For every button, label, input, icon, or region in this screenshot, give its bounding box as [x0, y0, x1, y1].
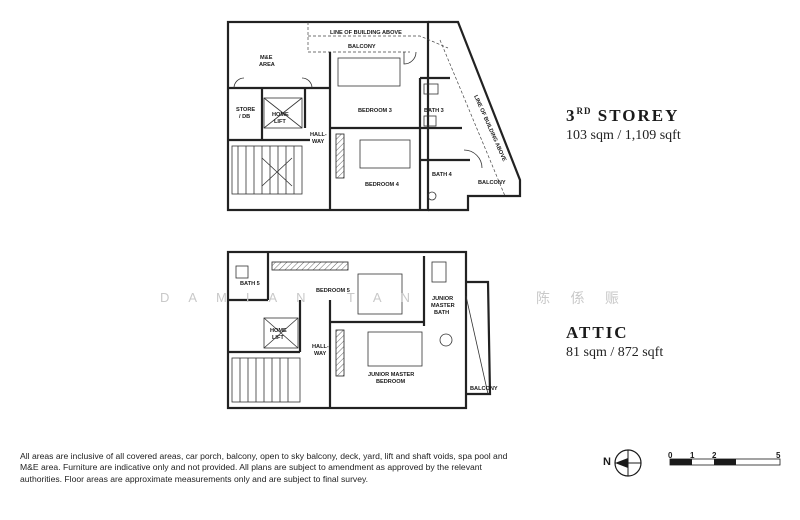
attic-home-lift-label-2: LIFT	[272, 335, 284, 341]
third-hallway-label-2: WAY	[312, 139, 324, 145]
third-store-label-2: / DB	[239, 114, 250, 120]
third-home-lift-label-1: HOME	[272, 112, 289, 118]
third-storey-title: 3RD STOREY	[566, 106, 680, 125]
attic-junior-bath-label-1: JUNIOR	[432, 296, 453, 302]
north-arrow-icon	[614, 449, 642, 477]
scale-tick-5: 5	[776, 451, 781, 460]
third-balcony-top-label: BALCONY	[348, 44, 376, 50]
third-storey-plan: LINE OF BUILDING ABOVE BALCONY M&E AREA …	[226, 20, 522, 212]
attic-hallway-label-1: HALL-	[312, 344, 329, 350]
attic-junior-bed-label-1: JUNIOR MASTER	[368, 372, 414, 378]
third-me-area-label-2: AREA	[259, 62, 275, 68]
attic-junior-bath-label-2: MASTER	[431, 303, 455, 309]
third-line-above-label: LINE OF BUILDING ABOVE	[330, 30, 402, 36]
attic-home-lift-label-1: HOME	[270, 328, 287, 334]
scale-bar	[669, 458, 781, 466]
attic-bath5-label: BATH 5	[240, 281, 260, 287]
scale-tick-0: 0	[668, 451, 673, 460]
scale-tick-1: 1	[690, 451, 695, 460]
watermark-text: DAMIAN TAN	[160, 290, 429, 305]
attic-area: 81 sqm / 872 sqft	[566, 345, 664, 360]
disclaimer-text: All areas are inclusive of all covered a…	[20, 451, 508, 484]
third-storey-heading: 3RD STOREY 103 sqm / 1,109 sqft	[566, 106, 681, 144]
attic-balcony-label: BALCONY	[470, 386, 498, 392]
third-me-area-label-1: M&E	[260, 55, 273, 61]
third-bedroom3-label: BEDROOM 3	[358, 108, 392, 114]
third-bath3-label: BATH 3	[424, 108, 444, 114]
third-storey-area: 103 sqm / 1,109 sqft	[566, 128, 681, 143]
scale-tick-2: 2	[712, 451, 717, 460]
third-store-label-1: STORE	[236, 107, 255, 113]
third-bedroom4-label: BEDROOM 4	[365, 182, 400, 188]
third-balcony-right-label: BALCONY	[478, 180, 506, 186]
attic-title: ATTIC	[566, 323, 629, 342]
attic-hallway-label-2: WAY	[314, 351, 326, 357]
attic-junior-bath-label-3: BATH	[434, 310, 449, 316]
watermark-cjk-text: 陈 係 赈	[536, 291, 627, 307]
third-hallway-label-1: HALL-	[310, 132, 327, 138]
attic-bedroom5-label: BEDROOM 5	[316, 288, 350, 294]
attic-heading: ATTIC 81 sqm / 872 sqft	[566, 323, 663, 361]
attic-plan: BATH 5 BEDROOM 5 JUNIOR MASTER BATH HOME…	[226, 250, 498, 410]
north-label: N	[603, 456, 611, 468]
attic-junior-bed-label-2: BEDROOM	[376, 379, 406, 385]
third-home-lift-label-2: LIFT	[274, 119, 286, 125]
third-bath4-label: BATH 4	[432, 172, 453, 178]
